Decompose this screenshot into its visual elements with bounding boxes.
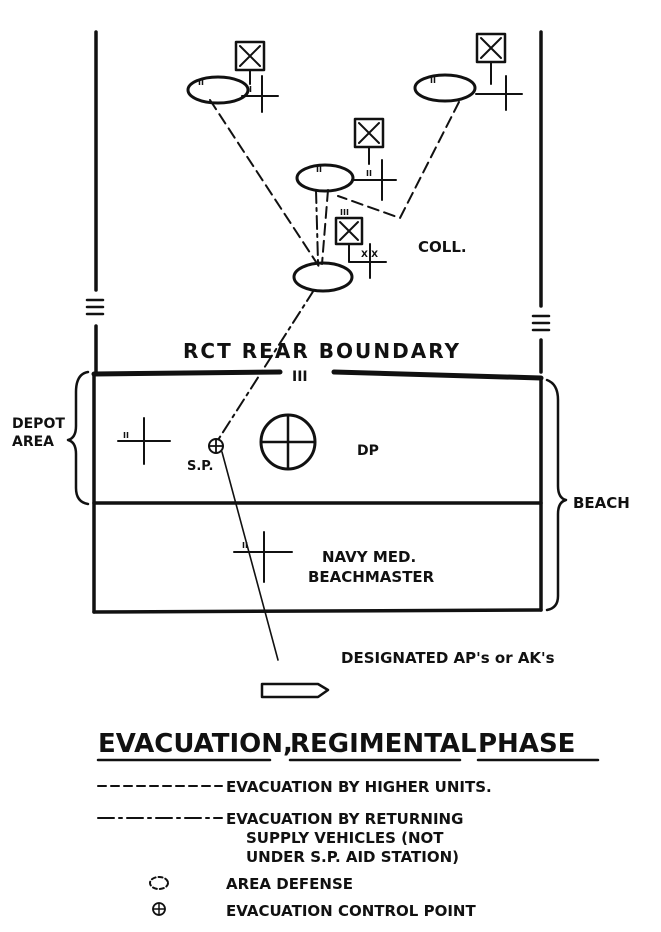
unit-mark-ii: II [242,541,248,550]
legend-control-point-icon [152,902,166,916]
designated-ships-label: DESIGNATED AP's or AK's [341,649,555,667]
legend-area-defense: AREA DEFENSE [226,875,353,893]
ship-icon [260,682,330,699]
unit-top-left: II II [186,40,279,113]
legend-higher-units: EVACUATION BY HIGHER UNITS. [226,778,492,796]
unit-mark-ii: II [198,78,204,87]
title-phase: PHASE [478,729,575,759]
legend-returning-vehicles-line1: EVACUATION BY RETURNING [226,810,463,828]
unit-mark-xx: X X [361,250,378,260]
unit-top-right: II [413,32,523,111]
legend-area-defense-icon [149,876,169,890]
sp-label: S.P. [187,459,213,474]
unit-mark-ii: II [430,76,436,85]
unit-mark-ii: II [316,165,322,174]
beach-label: BEACH [573,494,630,512]
unit-mark-ii: II [246,85,252,94]
right-boundary [531,30,551,374]
unit-regimental: III X X [292,208,387,293]
legend-returning-vehicles-line2: SUPPLY VEHICLES (NOT [246,829,444,847]
beachmaster-label: BEACHMASTER [308,568,435,586]
depot-brace [66,370,90,506]
unit-mark-ii: II [366,169,372,178]
unit-mark-iii: III [340,208,349,217]
unit-middle: II II [295,117,397,201]
depot-label-line2: AREA [12,434,54,450]
routes-higher-units [209,99,460,269]
beachmaster-unit-symbol: II [233,531,293,583]
dp-label: DP [357,443,379,459]
distributing-point-symbol [259,413,317,471]
left-boundary [85,30,105,374]
depot-label-line1: DEPOT [12,416,65,432]
beach-brace [545,378,568,612]
coll-label: COLL. [418,238,467,256]
legend-control-point: EVACUATION CONTROL POINT [226,902,476,920]
evacuation-control-point [208,438,224,454]
legend-returning-vehicles-line3: UNDER S.P. AID STATION) [246,848,459,866]
legend: EVACUATION BY HIGHER UNITS. EVACUATION B… [97,778,492,920]
route-returning-vehicles [217,189,319,661]
title-regimental: REGIMENTAL [290,729,477,759]
depot-unit-symbol: II [117,417,171,465]
rct-rear-boundary-label: RCT REAR BOUNDARY [183,339,460,363]
depot-beach-box [91,369,544,614]
boundary-echelon-mark: III [292,369,308,385]
title-evacuation: EVACUATION, [98,729,293,759]
unit-mark-ii: II [123,431,129,440]
navy-med-label: NAVY MED. [322,548,416,566]
